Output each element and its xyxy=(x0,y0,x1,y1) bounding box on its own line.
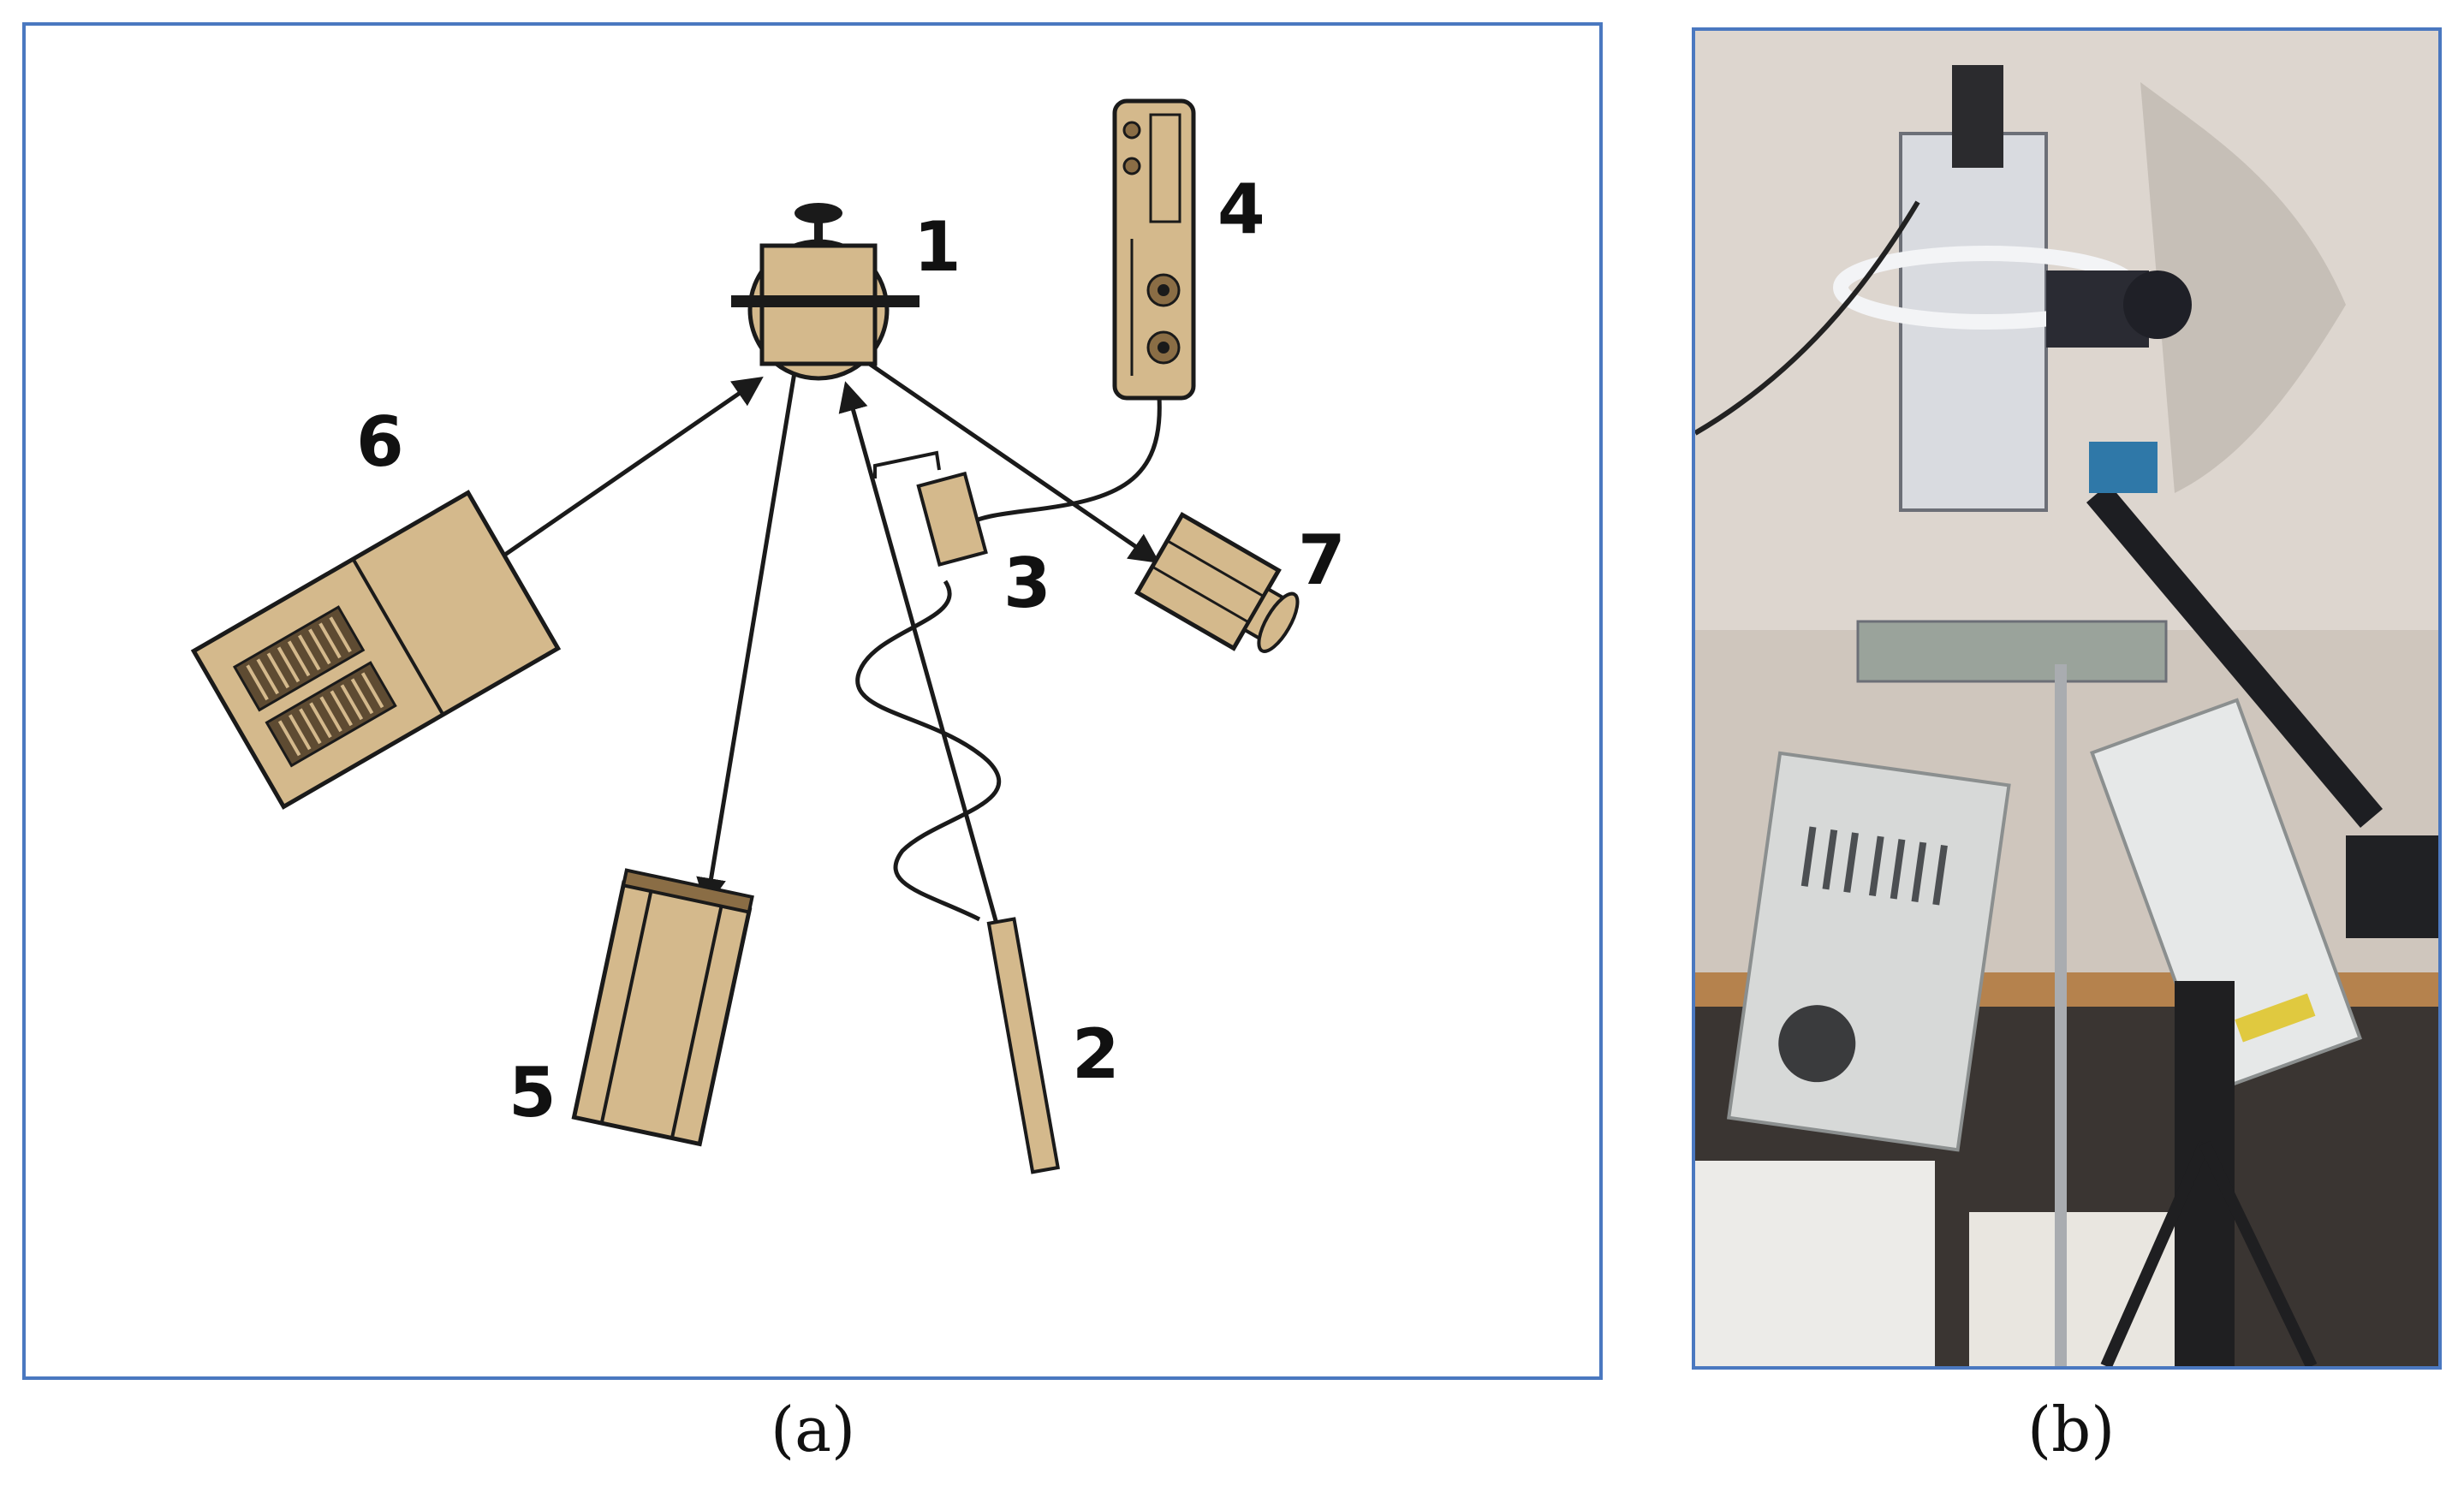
optical-fiber xyxy=(855,580,1002,922)
component-5-spectrometer xyxy=(571,868,754,1147)
label-3: 3 xyxy=(1003,544,1051,623)
label-5: 5 xyxy=(509,1053,556,1132)
label-6: 6 xyxy=(356,402,404,482)
schematic-panel: 1 2 3 4 5 6 7 xyxy=(22,22,1603,1380)
component-1-specimen xyxy=(731,203,920,381)
component-4-controller xyxy=(1112,98,1196,401)
schematic-diagram: 1 2 3 4 5 6 7 xyxy=(190,98,1346,1174)
label-4: 4 xyxy=(1217,169,1265,249)
caption-b: (b) xyxy=(2027,1394,2116,1465)
beam-2-to-1 xyxy=(838,381,999,924)
apparatus-photo xyxy=(1695,31,2438,1366)
beam-6-to-1 xyxy=(498,377,764,561)
beam-1-to-5 xyxy=(696,366,798,908)
cable-4-to-3 xyxy=(962,396,1162,528)
label-1: 1 xyxy=(914,207,961,287)
component-2-probe xyxy=(986,917,1061,1174)
label-2: 2 xyxy=(1072,1014,1120,1094)
label-7: 7 xyxy=(1298,520,1346,600)
photo-panel xyxy=(1692,27,2442,1370)
component-6-light-source xyxy=(190,490,562,810)
component-3-detector xyxy=(873,450,988,568)
beam-1-to-7 xyxy=(866,360,1160,563)
component-7-camera xyxy=(1134,511,1300,653)
caption-a: (a) xyxy=(771,1394,856,1465)
